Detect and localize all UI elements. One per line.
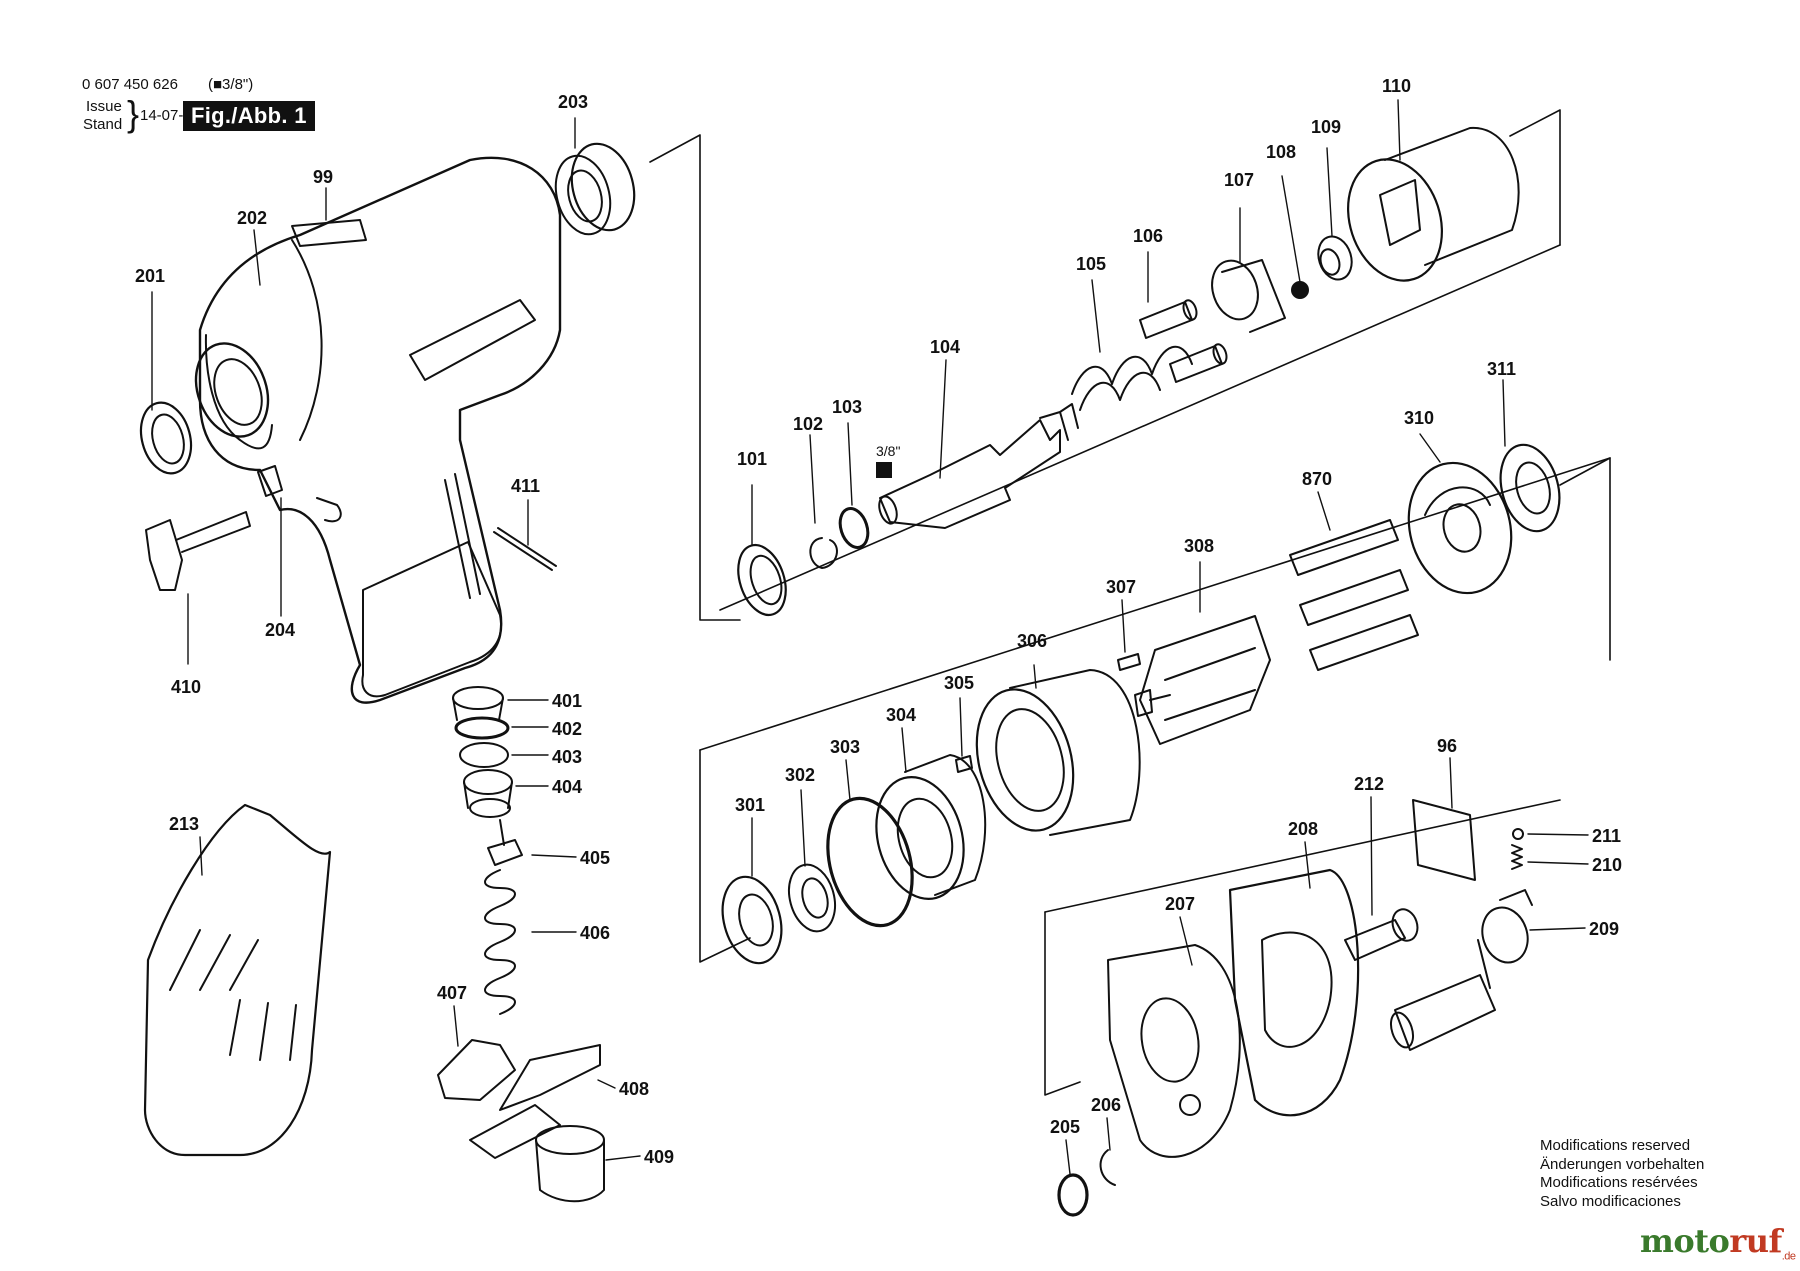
callout-110: 110: [1382, 76, 1411, 96]
note-en: Modifications reserved: [1540, 1137, 1691, 1154]
callout-103: 103: [832, 397, 862, 417]
figure-badge: Fig./Abb. 1: [183, 101, 315, 131]
callout-109: 109: [1311, 117, 1341, 137]
callout-207: 207: [1165, 894, 1195, 914]
callout-212: 212: [1354, 774, 1384, 794]
watermark-logo: motoruf.de: [1640, 1222, 1796, 1262]
callout-201: 201: [135, 266, 165, 286]
callout-210: 210: [1592, 855, 1622, 875]
drive-size: (■3/8"): [208, 76, 254, 93]
callout-208: 208: [1288, 819, 1318, 839]
callout-106: 106: [1133, 226, 1163, 246]
callout-308: 308: [1184, 536, 1214, 556]
watermark-part2: ruf: [1729, 1222, 1782, 1260]
callout-107: 107: [1224, 170, 1254, 190]
callout-213: 213: [169, 814, 199, 834]
watermark-suffix: .de: [1781, 1250, 1796, 1263]
callout-405: 405: [580, 848, 610, 868]
note-es: Salvo modificaciones: [1540, 1192, 1681, 1210]
callout-104: 104: [930, 337, 960, 357]
callout-408: 408: [619, 1079, 649, 1099]
modifications-notice: Modifications reserved Änderungen vorbeh…: [1540, 1137, 1704, 1211]
callout-410: 410: [171, 677, 201, 697]
callout-204: 204: [265, 620, 295, 640]
issue-label: Issue: [86, 98, 122, 115]
callout-209: 209: [1589, 919, 1619, 939]
brace-symbol: }: [127, 93, 140, 134]
callout-99: 99: [313, 167, 333, 187]
callout-301: 301: [735, 795, 765, 815]
note-de: Änderungen vorbehalten: [1540, 1155, 1705, 1173]
callout-206: 206: [1091, 1095, 1121, 1115]
callout-307: 307: [1106, 577, 1136, 597]
callout-202: 202: [237, 208, 267, 228]
callout-402: 402: [552, 719, 582, 739]
callout-302: 302: [785, 765, 815, 785]
callout-105: 105: [1076, 254, 1106, 274]
label-plate-99: [291, 219, 367, 247]
watermark-part1: moto: [1640, 1222, 1730, 1260]
note-fr: Modifications resérvées: [1540, 1174, 1698, 1191]
callout-203: 203: [558, 92, 588, 112]
callout-409: 409: [644, 1147, 674, 1167]
callout-403: 403: [552, 747, 582, 767]
callout-306: 306: [1017, 631, 1047, 651]
part-number: 0 607 450 626: [82, 76, 178, 93]
callout-211: 211: [1592, 826, 1621, 846]
callout-870: 870: [1302, 469, 1332, 489]
callout-406: 406: [580, 923, 610, 943]
callout-304: 304: [886, 705, 916, 725]
callout-401: 401: [552, 691, 582, 711]
callout-101: 101: [737, 449, 767, 469]
callout-305: 305: [944, 673, 974, 693]
housing-202: [194, 156, 562, 704]
callout-404: 404: [552, 777, 582, 797]
callout-102: 102: [793, 414, 823, 434]
callout-407: 407: [437, 983, 467, 1003]
callout-310: 310: [1404, 408, 1434, 428]
drive-marker: 3/8": [876, 443, 900, 459]
callout-411: 411: [511, 476, 540, 496]
callout-303: 303: [830, 737, 860, 757]
stand-label: Stand: [83, 116, 123, 133]
callout-108: 108: [1266, 142, 1296, 162]
callout-205: 205: [1050, 1117, 1080, 1137]
callout-96: 96: [1437, 736, 1457, 756]
callout-311: 311: [1487, 359, 1516, 379]
